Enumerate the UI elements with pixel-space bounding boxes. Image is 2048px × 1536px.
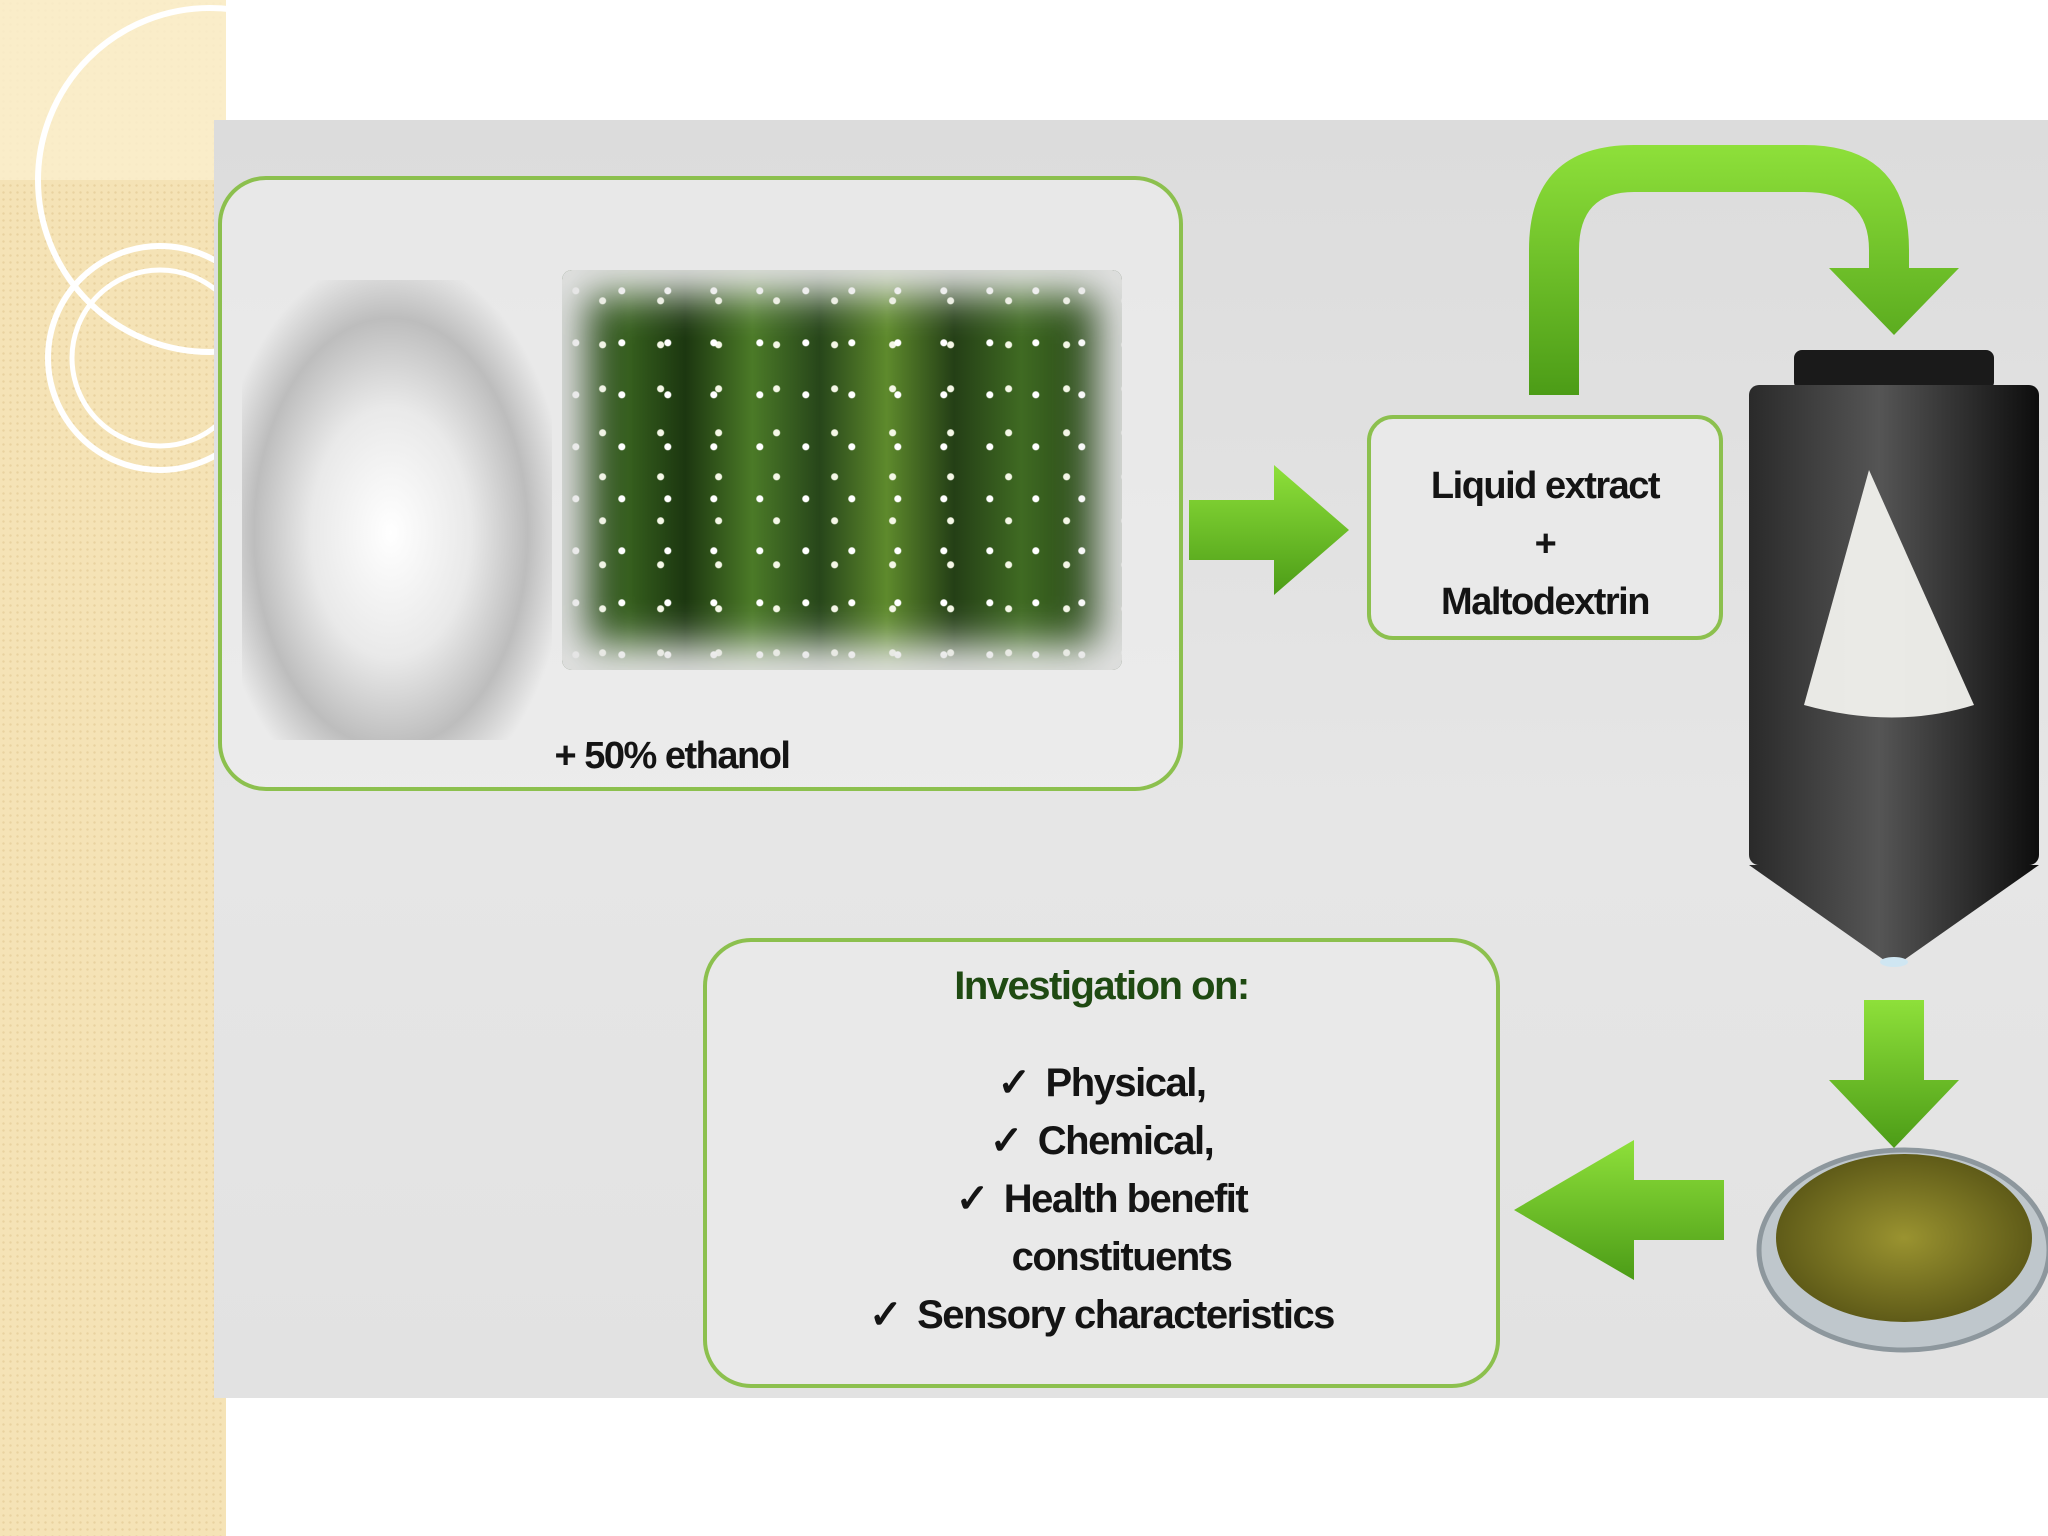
list-item-continuation: constituents xyxy=(1011,1235,1233,1279)
curved-arrow-icon xyxy=(1529,145,1959,395)
list-item: ✓Sensory characteristics xyxy=(869,1293,1335,1337)
investigation-box: Investigation on: ✓Physical, ✓Chemical, … xyxy=(703,938,1500,1388)
list-item: ✓Physical, xyxy=(997,1061,1207,1105)
investigation-list: ✓Physical, ✓Chemical, ✓Health benefit co… xyxy=(707,1054,1496,1344)
list-item: ✓Health benefit xyxy=(955,1177,1249,1221)
ethanol-label: + 50% ethanol xyxy=(554,735,791,777)
list-item: ✓Chemical, xyxy=(989,1119,1215,1163)
left-arrow-icon xyxy=(1514,1140,1724,1280)
process-diagram: + 50% ethanol Liquid extract + Maltodext… xyxy=(214,120,2048,1398)
liquid-extract-box: Liquid extract + Maltodextrin xyxy=(1367,415,1723,640)
check-mark-icon: ✓ xyxy=(955,1177,990,1221)
liquid-extract-label: Liquid extract + Maltodextrin xyxy=(1371,457,1719,631)
maltodextrin-line: Maltodextrin xyxy=(1441,581,1650,623)
check-mark-icon: ✓ xyxy=(869,1293,903,1337)
check-mark-icon: ✓ xyxy=(997,1061,1032,1105)
plant-extraction-box: + 50% ethanol xyxy=(218,176,1183,791)
flower-photo xyxy=(242,280,552,740)
powder-pile-in-dryer xyxy=(1804,470,1974,718)
powder-dish-icon xyxy=(1756,1147,2048,1353)
check-mark-icon: ✓ xyxy=(989,1119,1024,1163)
investigation-title: Investigation on: xyxy=(954,964,1250,1008)
field-photo xyxy=(562,270,1122,670)
liquid-extract-line: Liquid extract xyxy=(1430,465,1661,507)
plus-line: + xyxy=(1534,523,1557,565)
down-arrow-icon xyxy=(1829,1000,1959,1148)
spray-dryer-icon xyxy=(1749,350,2039,967)
arrow-icon xyxy=(1189,465,1349,595)
diagram-graphics xyxy=(1189,145,2048,1353)
